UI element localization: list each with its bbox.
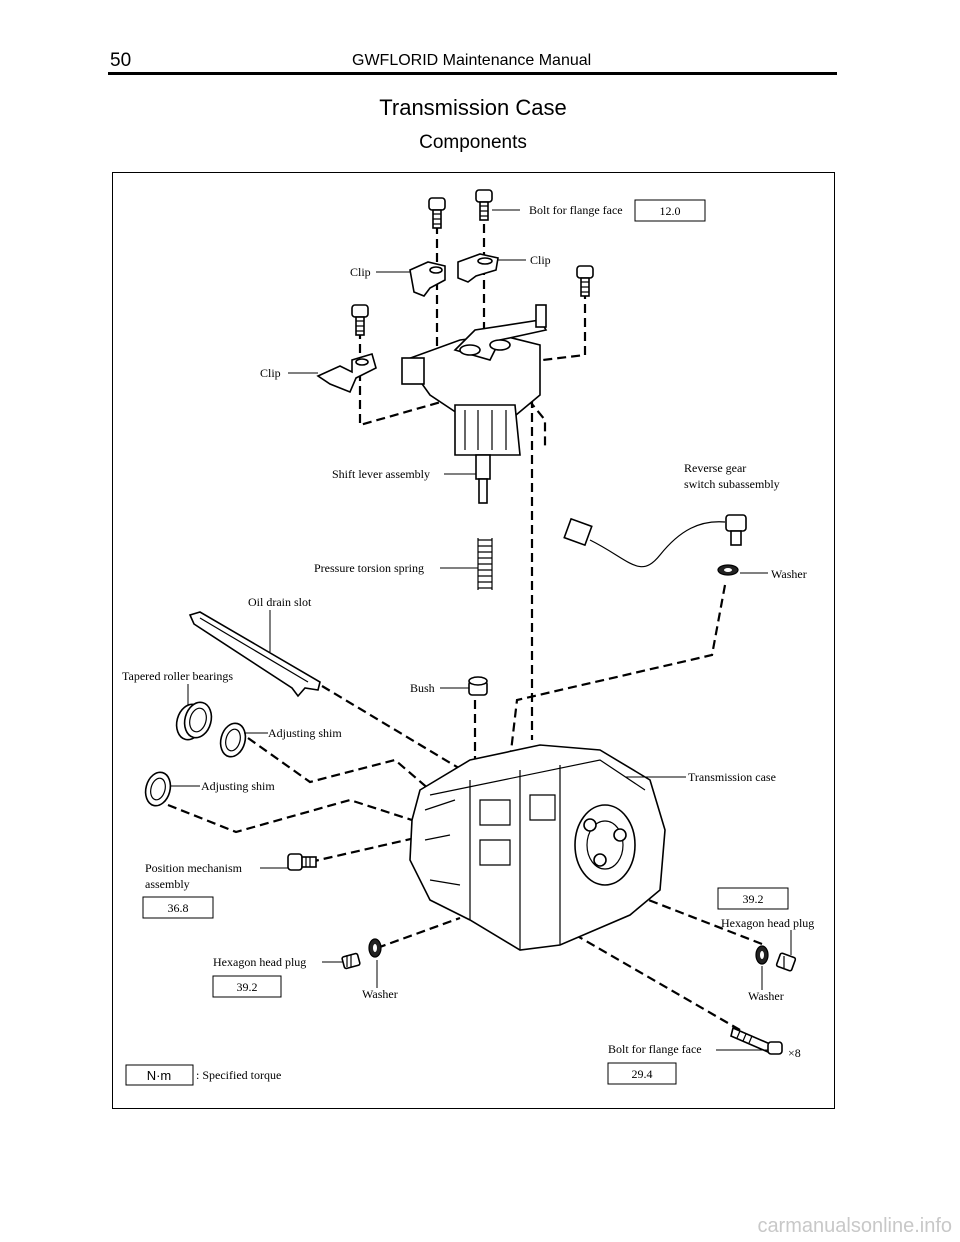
label-clip-upper-right: Clip — [530, 253, 551, 267]
bush-icon — [468, 676, 488, 696]
label-adjusting-shim-1: Adjusting shim — [268, 726, 342, 740]
bolt-icon-left — [351, 304, 369, 336]
adjusting-shim-icon-1 — [219, 722, 247, 758]
label-pressure-spring: Pressure torsion spring — [314, 561, 424, 575]
label-clip-upper-left: Clip — [350, 265, 371, 279]
washer-icon-right-top — [717, 564, 739, 576]
label-reverse-switch-line1: Reverse gear — [684, 461, 746, 475]
clip-icon-upper-right — [457, 253, 499, 283]
clip-icon-upper-left — [409, 261, 446, 297]
label-bolt-top: Bolt for flange face — [529, 203, 623, 217]
torque-value-hex-plug-left: 39.2 — [237, 980, 258, 994]
label-washer-right-top: Washer — [771, 567, 807, 581]
bolt-icon-bottom — [730, 1026, 783, 1055]
label-position-mechanism-line2: assembly — [145, 877, 190, 891]
label-hex-plug-right: Hexagon head plug — [721, 916, 814, 930]
diagram-frame — [112, 172, 835, 1109]
leader-lines — [170, 209, 792, 1051]
manual-title: GWFLORID Maintenance Manual — [352, 52, 592, 69]
page-title: Transmission Case — [379, 95, 567, 120]
torque-box-hex-plug-left: 39.2 — [212, 975, 282, 998]
oil-drain-slot-icon — [188, 611, 321, 698]
label-tapered-bearings: Tapered roller bearings — [122, 669, 233, 683]
label-shift-lever: Shift lever assembly — [332, 467, 430, 481]
label-bolt-count: ×8 — [788, 1046, 801, 1060]
hex-plug-icon-right — [775, 952, 797, 972]
label-washer-left: Washer — [362, 987, 398, 1001]
pressure-spring-icon — [477, 538, 493, 590]
label-transmission-case: Transmission case — [688, 770, 776, 784]
torque-value-position-mechanism: 36.8 — [168, 901, 189, 915]
hex-plug-icon-left — [341, 952, 361, 970]
label-hex-plug-left: Hexagon head plug — [213, 955, 306, 969]
label-washer-right-bottom: Washer — [748, 989, 784, 1003]
torque-value-bolt-bottom: 29.4 — [632, 1067, 653, 1081]
label-legend-specified-torque: : Specified torque — [196, 1068, 281, 1082]
torque-value-bolt-top: 12.0 — [660, 204, 681, 218]
bolt-icon-top-left — [428, 197, 446, 229]
torque-box-hex-plug-right: 39.2 — [717, 887, 789, 910]
washer-icon-left — [368, 938, 382, 958]
page-subtitle: Components — [419, 132, 527, 153]
assembly-dashed-lines — [167, 210, 763, 1031]
position-mechanism-icon — [287, 853, 317, 871]
label-clip-left: Clip — [260, 366, 281, 380]
washer-icon-right-bottom — [755, 945, 769, 965]
legend-unit-box: N·m — [125, 1064, 194, 1086]
tapered-roller-bearing-icon — [175, 701, 213, 741]
label-bolt-bottom: Bolt for flange face — [608, 1042, 702, 1056]
header-rule — [108, 72, 837, 75]
watermark: carmanualsonline.info — [757, 1215, 952, 1237]
torque-box-position-mechanism: 36.8 — [142, 896, 214, 919]
label-adjusting-shim-2: Adjusting shim — [201, 779, 275, 793]
label-position-mechanism-line1: Position mechanism — [145, 861, 243, 875]
adjusting-shim-icon-2 — [144, 771, 172, 807]
page-number: 50 — [110, 50, 132, 71]
transmission-case-icon — [409, 744, 666, 951]
label-bush: Bush — [410, 681, 435, 695]
clip-icon-left — [316, 353, 377, 394]
torque-value-hex-plug-right: 39.2 — [743, 892, 764, 906]
torque-box-bolt-top: 12.0 — [634, 199, 706, 222]
bolt-icon-right — [576, 265, 594, 297]
label-oil-drain: Oil drain slot — [248, 595, 312, 609]
reverse-switch-icon — [563, 514, 747, 568]
torque-box-bolt-bottom: 29.4 — [607, 1062, 677, 1085]
bolt-icon-top-right — [475, 189, 493, 221]
label-reverse-switch-line2: switch subassembly — [684, 477, 780, 491]
legend-unit: N·m — [147, 1068, 172, 1083]
shift-lever-assembly-icon — [401, 304, 548, 504]
